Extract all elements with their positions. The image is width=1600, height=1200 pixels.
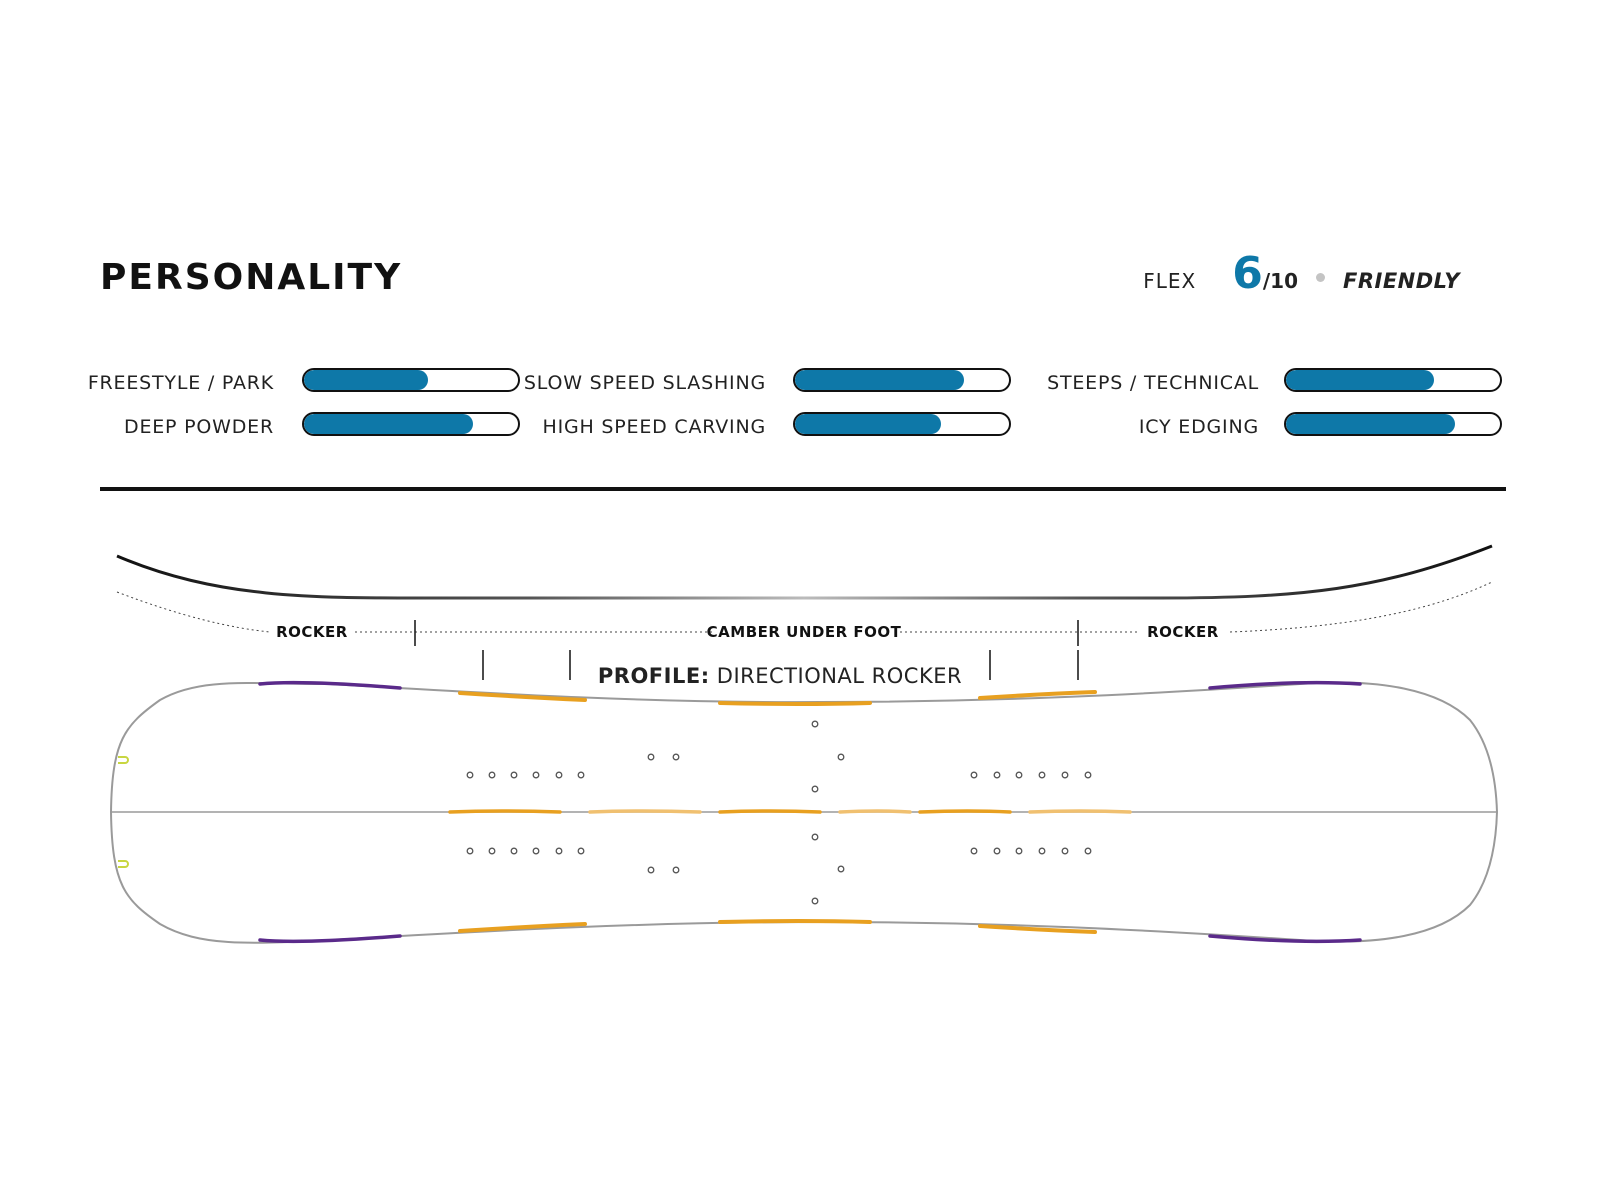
zone-label-rocker-right: ROCKER bbox=[1147, 623, 1219, 641]
section-title: PERSONALITY bbox=[100, 257, 403, 298]
camber-edge-top-2 bbox=[718, 701, 872, 706]
rocker-edge-bottom-right bbox=[1208, 934, 1362, 944]
rating-label-high-speed-carving: HIGH SPEED CARVING bbox=[542, 416, 766, 438]
zone-label-camber: CAMBER UNDER FOOT bbox=[707, 623, 902, 641]
rating-label-slow-speed-slashing: SLOW SPEED SLASHING bbox=[523, 372, 766, 394]
camber-edge-top-1 bbox=[458, 691, 587, 702]
camber-center-2 bbox=[588, 809, 702, 814]
section-divider bbox=[100, 487, 1506, 491]
zone-label-rocker-left: ROCKER bbox=[276, 623, 348, 641]
rocker-edge-top-left bbox=[258, 680, 402, 690]
nose-insert-top bbox=[118, 756, 129, 764]
profile-value: DIRECTIONAL ROCKER bbox=[716, 664, 963, 688]
rating-bar-slow-speed-slashing bbox=[793, 368, 1011, 392]
rating-fill-deep-powder bbox=[304, 414, 474, 434]
rating-label-deep-powder: DEEP POWDER bbox=[124, 416, 274, 438]
board-diagram: ROCKER CAMBER UNDER FOOT ROCKER bbox=[109, 544, 1499, 944]
flex-rating: FLEX 6 /10 FRIENDLY bbox=[1143, 252, 1460, 296]
rating-bar-freestyle-park bbox=[302, 368, 520, 392]
rating-fill-freestyle-park bbox=[304, 370, 429, 390]
rating-fill-high-speed-carving bbox=[795, 414, 941, 434]
nose-insert-bottom bbox=[118, 860, 129, 868]
flex-label: FLEX bbox=[1143, 269, 1197, 293]
rating-bar-steeps-technical bbox=[1284, 368, 1502, 392]
camber-edge-bottom-3 bbox=[978, 924, 1097, 934]
insert-holes bbox=[466, 720, 1092, 905]
profile-key: PROFILE: bbox=[597, 664, 710, 688]
camber-center-1 bbox=[448, 809, 562, 814]
profile-baseline-dotted-right bbox=[1229, 581, 1493, 633]
camber-center-6 bbox=[1028, 809, 1132, 814]
camber-edge-bottom-1 bbox=[458, 922, 587, 933]
rating-fill-icy-edging bbox=[1286, 414, 1456, 434]
profile-line bbox=[116, 544, 1493, 600]
rating-fill-steeps-technical bbox=[1286, 370, 1434, 390]
profile-type: PROFILE: DIRECTIONAL ROCKER bbox=[0, 664, 1560, 688]
camber-center-3 bbox=[718, 809, 822, 814]
rating-label-steeps-technical: STEEPS / TECHNICAL bbox=[1047, 372, 1259, 394]
rating-bar-high-speed-carving bbox=[793, 412, 1011, 436]
rating-fill-slow-speed-slashing bbox=[795, 370, 965, 390]
camber-center-5 bbox=[918, 809, 1012, 814]
flex-description: FRIENDLY bbox=[1343, 269, 1460, 293]
rocker-edge-top-right bbox=[1208, 680, 1362, 690]
profile-baseline-dotted bbox=[116, 591, 271, 633]
rating-bar-deep-powder bbox=[302, 412, 520, 436]
flex-max: /10 bbox=[1262, 269, 1298, 293]
flex-separator-dot bbox=[1316, 273, 1325, 282]
rating-label-freestyle-park: FREESTYLE / PARK bbox=[87, 372, 274, 394]
camber-center-4 bbox=[838, 809, 912, 814]
flex-value: 6 bbox=[1232, 248, 1263, 299]
rating-bar-icy-edging bbox=[1284, 412, 1502, 436]
camber-edge-top-3 bbox=[978, 690, 1097, 700]
rating-label-icy-edging: ICY EDGING bbox=[1138, 416, 1259, 438]
rocker-edge-bottom-left bbox=[258, 934, 402, 944]
camber-edge-bottom-2 bbox=[718, 919, 872, 924]
